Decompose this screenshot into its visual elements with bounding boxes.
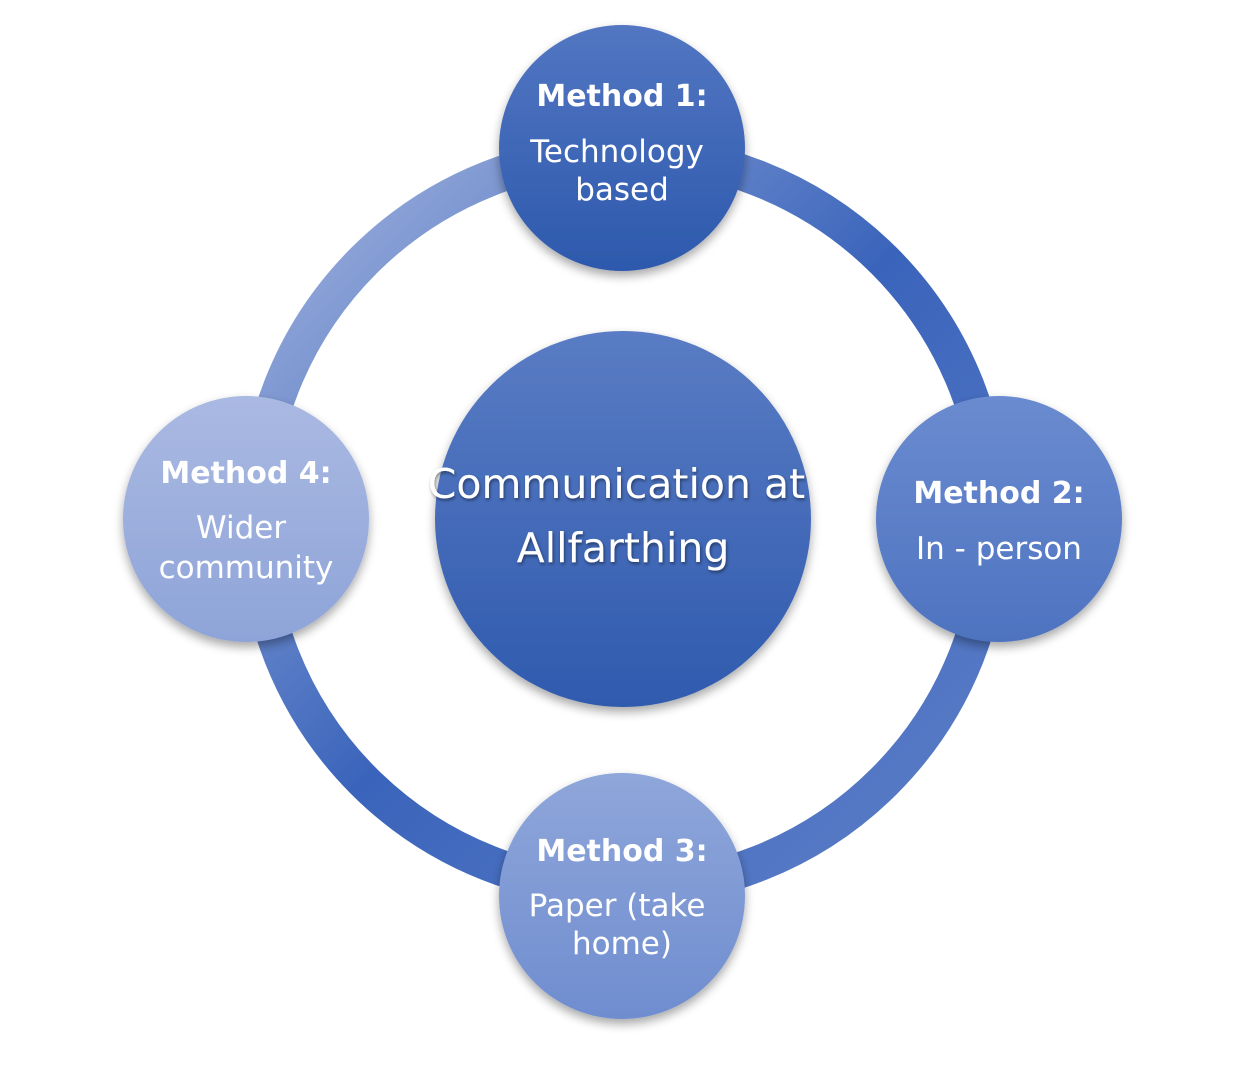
- svg-text:Paper (take home): Paper (take home): [529, 888, 716, 962]
- center-label-line-2: Allfarthing: [517, 524, 730, 572]
- method-4-title: Method 4:: [160, 456, 331, 491]
- method-1-line-1: Technology: [529, 134, 704, 170]
- svg-text:Wider community: Wider community: [159, 510, 334, 586]
- method-1-node: Method 1: Technology based: [499, 25, 745, 271]
- method-3-title: Method 3:: [536, 834, 707, 869]
- method-3-line-2: home): [572, 926, 672, 962]
- method-1-title: Method 1:: [536, 79, 707, 114]
- method-4-line-2: community: [159, 550, 334, 586]
- method-3-line-1: Paper (take: [529, 888, 706, 924]
- center-label-line-1: Communication at: [428, 460, 805, 508]
- method-4-line-1: Wider: [196, 510, 286, 546]
- method-2-title: Method 2:: [913, 476, 1084, 511]
- center-node: Communication at Allfarthing: [428, 331, 818, 707]
- method-2-node: Method 2: In - person: [876, 396, 1122, 642]
- method-1-line-2: based: [575, 172, 669, 208]
- method-3-node: Method 3: Paper (take home): [499, 773, 745, 1019]
- method-2-line-1: In - person: [916, 531, 1082, 567]
- svg-text:Communication at Allfart: Communication at Allfarthing: [428, 460, 818, 572]
- svg-text:Technology based: Technology based: [529, 134, 714, 208]
- method-4-node: Method 4: Wider community: [123, 396, 369, 642]
